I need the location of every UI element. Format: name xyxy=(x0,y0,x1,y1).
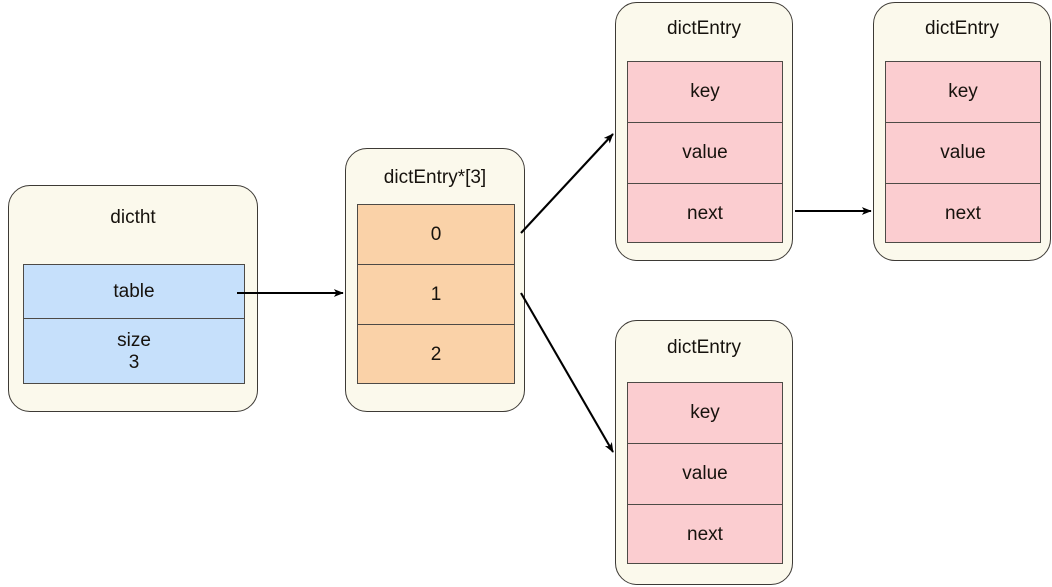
entry-c-key-label: key xyxy=(690,402,720,424)
entry-a-next-label: next xyxy=(687,203,723,225)
entry-c-key[interactable]: key xyxy=(628,383,782,444)
entry-a-value[interactable]: value xyxy=(628,123,782,184)
node-entry-a[interactable]: dictEntry key value next xyxy=(615,2,793,261)
bucket-slot-1-label: 1 xyxy=(430,283,442,305)
entry-b-next-label: next xyxy=(945,203,981,225)
node-bucket-array-title: dictEntry*[3] xyxy=(383,167,487,188)
bucket-slot-2-label: 2 xyxy=(430,344,442,366)
entry-a-key-label: key xyxy=(690,81,720,103)
entry-b-next[interactable]: next xyxy=(886,184,1040,242)
entry-b-key-label: key xyxy=(948,81,978,103)
node-dictht[interactable]: dictht table size 3 xyxy=(8,185,258,412)
entry-b-key[interactable]: key xyxy=(886,62,1040,123)
node-entry-c-fields: key value next xyxy=(627,382,783,564)
node-dictht-fields: table size 3 xyxy=(23,264,245,384)
node-entry-b-fields: key value next xyxy=(885,61,1041,243)
bucket-slot-2[interactable]: 2 xyxy=(358,325,514,383)
field-table[interactable]: table xyxy=(24,265,244,319)
field-size[interactable]: size 3 xyxy=(24,319,244,383)
field-size-value: 3 xyxy=(128,352,140,373)
bucket-slot-1[interactable]: 1 xyxy=(358,265,514,325)
node-entry-b[interactable]: dictEntry key value next xyxy=(873,2,1051,261)
bucket-slot-0[interactable]: 0 xyxy=(358,205,514,265)
entry-a-key[interactable]: key xyxy=(628,62,782,123)
node-entry-a-fields: key value next xyxy=(627,61,783,243)
node-entry-c-title: dictEntry xyxy=(667,337,741,358)
bucket-slot-0-label: 0 xyxy=(430,223,442,245)
entry-a-value-label: value xyxy=(682,142,728,164)
node-entry-c[interactable]: dictEntry key value next xyxy=(615,320,793,585)
entry-b-value[interactable]: value xyxy=(886,123,1040,184)
entry-c-next[interactable]: next xyxy=(628,505,782,563)
node-bucket-array-slots: 0 1 2 xyxy=(357,204,515,384)
entry-c-value-label: value xyxy=(682,463,728,485)
node-bucket-array[interactable]: dictEntry*[3] 0 1 2 xyxy=(345,148,525,412)
field-size-label: size xyxy=(117,330,151,352)
edge-bucket1-to-entry-c xyxy=(520,292,614,453)
node-entry-b-title: dictEntry xyxy=(925,18,999,39)
edge-bucket0-to-entry-a xyxy=(520,133,614,234)
entry-c-next-label: next xyxy=(687,524,723,546)
entry-b-value-label: value xyxy=(940,142,986,164)
entry-a-next[interactable]: next xyxy=(628,184,782,242)
node-entry-a-title: dictEntry xyxy=(667,18,741,39)
field-table-label: table xyxy=(113,280,155,302)
entry-c-value[interactable]: value xyxy=(628,444,782,505)
node-dictht-title: dictht xyxy=(110,207,156,228)
